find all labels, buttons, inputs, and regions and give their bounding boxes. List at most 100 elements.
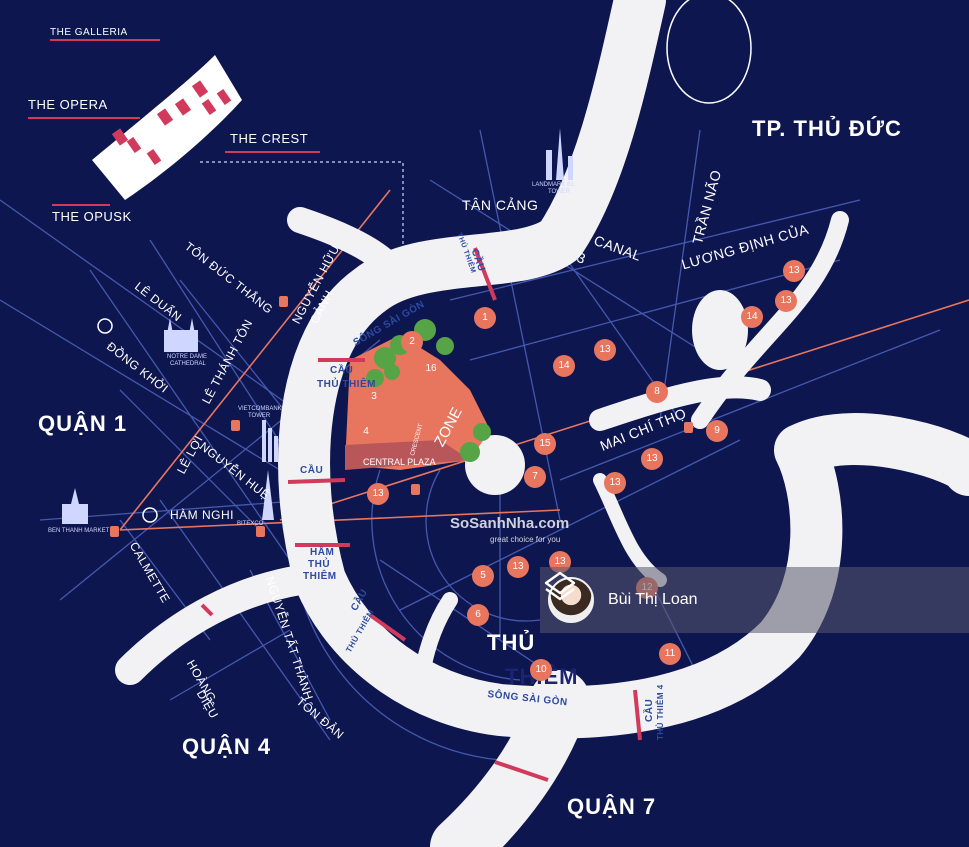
bridges (200, 247, 642, 782)
bridge-label-cau: CẦU (330, 365, 354, 376)
zone-marker[interactable]: 13 (775, 290, 797, 312)
zone-marker[interactable]: 13 (367, 483, 389, 505)
zone-marker[interactable]: 13 (783, 260, 805, 282)
district-label-quan-1: QUẬN 1 (38, 411, 128, 436)
zone-marker[interactable]: 13 (604, 472, 626, 494)
district-label-thu-thiem: THỦ (487, 630, 536, 655)
watermark: SoSanhNha.com great choice for you (450, 515, 569, 544)
river-main (278, 0, 969, 739)
bridge-label-ham: HẦM (310, 547, 335, 558)
district-label-quan-4: QUẬN 4 (182, 734, 272, 759)
zone-marker[interactable]: 13 (594, 339, 616, 361)
zone-marker[interactable]: 15 (534, 433, 556, 455)
watermark-tagline: great choice for you (490, 535, 561, 544)
project-callout-lines (28, 39, 320, 206)
zone-marker[interactable]: 6 (467, 604, 489, 626)
central-plaza-zone (345, 440, 470, 470)
profile-name[interactable]: Bùi Thị Loan (608, 591, 698, 608)
district-label-quan-7: QUẬN 7 (567, 794, 657, 819)
road-line (399, 439, 741, 611)
landmark-label: LANDMARK 81 (532, 182, 574, 188)
river-canal-south (412, 592, 458, 708)
market-icon (62, 488, 88, 524)
road-line (479, 129, 561, 521)
metro-segment (119, 509, 561, 531)
project-label-the-galleria: THE GALLERIA (50, 27, 128, 38)
lake-center (465, 435, 525, 495)
bridge-cau (287, 478, 346, 484)
project-label-the-opusk: THE OPUSK (52, 209, 132, 224)
bus-icon (110, 296, 693, 537)
road-line (469, 259, 841, 361)
zone-marker[interactable]: 4 (363, 426, 369, 437)
church-icon (164, 318, 198, 352)
landmark-label: BITEXCO (237, 521, 264, 527)
road-line (0, 299, 281, 471)
river-canal-west (287, 207, 413, 293)
bridge-thu-thiem-3 (368, 613, 407, 642)
zone-marker[interactable]: 1 (474, 307, 496, 329)
road-arc (371, 469, 521, 681)
layers-icon[interactable] (540, 567, 580, 607)
river-canal-sw (115, 565, 315, 685)
road-line (89, 269, 291, 561)
zone-marker[interactable]: 10 (530, 659, 552, 681)
tower-icon (262, 470, 274, 520)
bridge-south (494, 760, 549, 782)
bridge-label-cau: CẦU (644, 698, 655, 722)
bridge-thu-thiem-4 (633, 689, 642, 741)
road-line (119, 389, 261, 531)
ring-road-circle (666, 0, 752, 104)
zone-marker[interactable]: 9 (706, 420, 728, 442)
bridge-label-cau: CẦU (300, 465, 324, 476)
zone-marker[interactable]: 13 (641, 448, 663, 470)
river-canal-east (589, 376, 771, 431)
road-line (449, 199, 861, 301)
tower-icon (262, 420, 278, 462)
roundabout (142, 507, 158, 523)
project-label-the-opera: THE OPERA (28, 97, 108, 112)
roundabout (97, 318, 113, 334)
lake-east (692, 290, 748, 370)
zone-marker[interactable]: 2 (401, 331, 423, 353)
zone-marker[interactable]: 13 (507, 556, 529, 578)
road-line (659, 129, 701, 421)
zone-marker[interactable]: 7 (524, 466, 546, 488)
bridge-label-thu-thiem: THỦ THIÊM (317, 379, 376, 390)
zone-marker[interactable]: 5 (472, 565, 494, 587)
district-label-tp-thu-duc: TP. THỦ ĐỨC (752, 116, 902, 141)
road-line (169, 629, 291, 701)
road-line (559, 329, 941, 481)
landmark-label: VIETCOMBANK (238, 406, 282, 412)
landmark-label: TOWER (548, 189, 571, 195)
river-canal-ne (691, 211, 849, 429)
project-block-outline (92, 55, 242, 200)
road-line (159, 499, 331, 741)
bridge-thu-thiem-1 (473, 247, 497, 301)
zone-marker[interactable]: 8 (646, 381, 668, 403)
central-zone (345, 335, 490, 470)
saigon-river (115, 0, 969, 847)
central-plaza-label: CENTRAL PLAZA (363, 457, 436, 467)
project-label-the-crest: THE CREST (230, 131, 309, 146)
watermark-brand: SoSanhNha.com (450, 515, 570, 532)
zone-marker[interactable]: 14 (741, 306, 763, 328)
profile-overlay-bar[interactable]: Bùi Thị Loan (540, 567, 969, 633)
zone-marker[interactable]: 3 (371, 391, 377, 402)
river-south (430, 670, 590, 847)
road-line (0, 199, 311, 421)
road-label-ham-nghi: HÀM NGHI (170, 508, 234, 522)
landmark-label: NOTRE DAME (167, 354, 208, 360)
landmark-label: CATHEDRAL (170, 361, 206, 367)
bridge-sw (200, 603, 214, 617)
road-arc (425, 469, 541, 622)
zone-marker[interactable]: 14 (553, 355, 575, 377)
tower-icon (546, 128, 573, 180)
zone-marker[interactable]: 11 (659, 643, 681, 665)
bridge-label-thu-thiem-4: THỦ THIÊM 4 (656, 684, 665, 740)
project-blocks (111, 80, 232, 166)
zone-marker[interactable]: 16 (420, 358, 442, 380)
landmark-label: TOWER (248, 413, 271, 419)
